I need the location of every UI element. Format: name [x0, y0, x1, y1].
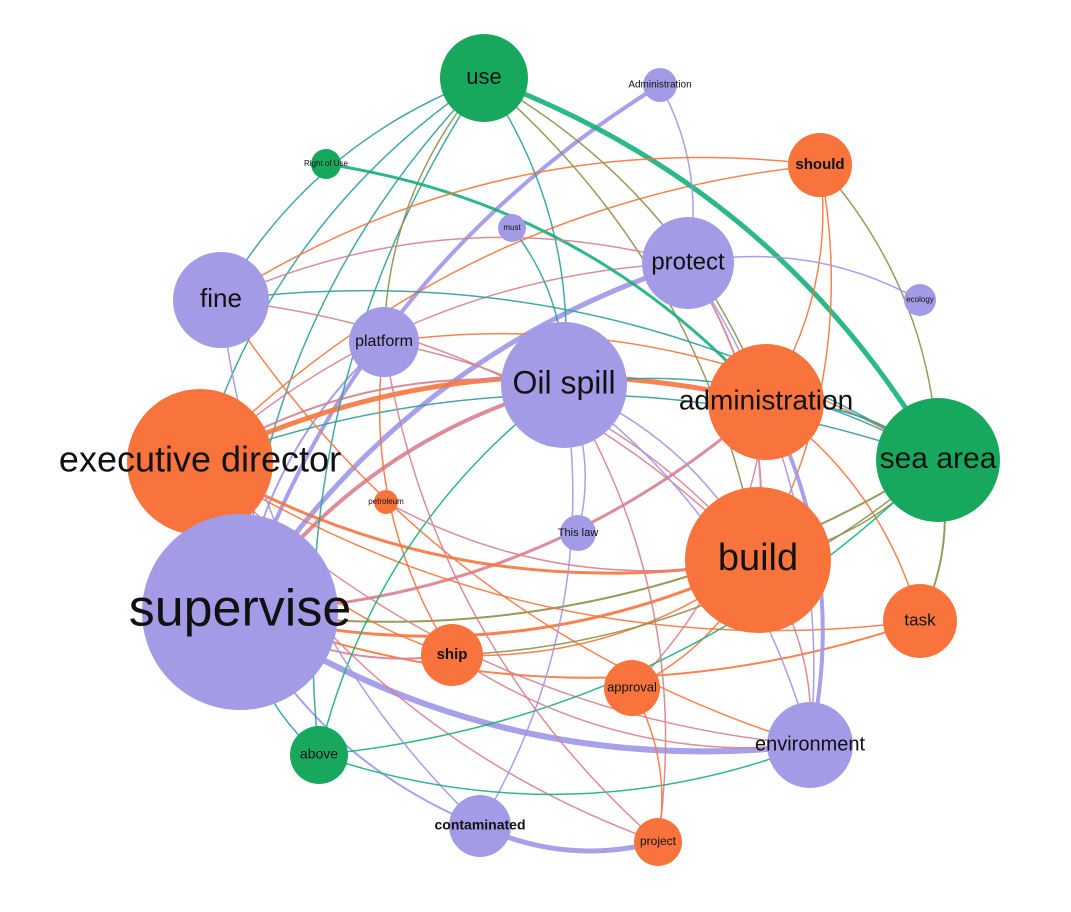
node-label-fine: fine: [200, 283, 242, 313]
edge-fine-sea-area: [220, 289, 939, 461]
node-ecology: ecology: [904, 284, 936, 316]
node-label-ship: ship: [437, 646, 468, 663]
node-project: project: [634, 818, 682, 866]
node-label-petroleum: petroleum: [368, 497, 404, 506]
node-build: build: [685, 487, 831, 633]
node-label-right-of-use: Right of Use: [304, 159, 349, 168]
node-label-must: must: [503, 223, 521, 232]
node-must: must: [498, 214, 526, 242]
edge-oil-spill-contaminated: [479, 384, 574, 827]
node-circle-contaminated: [449, 795, 511, 857]
node-label-ecology: ecology: [906, 295, 934, 304]
node-circle-ship: [421, 624, 483, 686]
node-label-administration-small: Administration: [628, 80, 691, 91]
node-task: task: [883, 584, 957, 658]
node-circle-executive-director: [127, 389, 273, 535]
node-circle-should: [788, 133, 852, 197]
node-label-this-law: This law: [558, 527, 598, 539]
node-circle-above: [290, 726, 348, 784]
edge-use-administration: [483, 77, 767, 403]
node-circle-platform: [349, 307, 419, 377]
edge-supervise-sea-area: [239, 459, 939, 623]
node-administration-small: Administration: [628, 68, 692, 102]
edge-protect-fine: [220, 236, 689, 301]
node-label-approval: approval: [607, 679, 657, 694]
node-label-build: build: [718, 537, 798, 579]
node-label-supervise: supervise: [129, 580, 352, 638]
node-circle-approval: [604, 660, 660, 716]
node-should: should: [788, 133, 852, 197]
node-contaminated: contaminated: [434, 795, 526, 857]
edge-project-platform: [383, 341, 659, 843]
node-this-law: This law: [558, 515, 598, 551]
node-label-executive-director: executive director: [59, 439, 341, 480]
node-approval: approval: [604, 660, 660, 716]
node-platform: platform: [349, 307, 419, 377]
node-label-environment: environment: [755, 733, 866, 755]
node-circle-administration: [708, 344, 824, 460]
node-circle-this-law: [560, 515, 596, 551]
edge-sea-area-above: [318, 459, 939, 756]
node-circle-must: [498, 214, 526, 242]
node-right-of-use: Right of Use: [304, 149, 349, 179]
edge-should-fine: [220, 156, 821, 301]
node-label-use: use: [466, 64, 501, 89]
node-circle-administration-small: [643, 68, 677, 102]
node-label-should: should: [795, 156, 844, 173]
node-label-contaminated: contaminated: [434, 817, 525, 833]
node-circle-task: [883, 584, 957, 658]
node-administration: administration: [679, 344, 853, 460]
edge-executive-director-task: [199, 461, 921, 632]
node-oil-spill: Oil spill: [501, 322, 627, 448]
node-label-oil-spill: Oil spill: [512, 364, 615, 400]
edge-ship-environment: [451, 654, 811, 749]
node-label-above: above: [300, 746, 338, 762]
edge-oil-spill-above: [318, 384, 565, 756]
node-circle-environment: [767, 702, 853, 788]
node-circle-oil-spill: [501, 322, 627, 448]
node-circle-ecology: [904, 284, 936, 316]
node-supervise: supervise: [129, 514, 352, 710]
edge-use-sea-area: [483, 75, 941, 462]
node-use: use: [440, 34, 528, 122]
edge-executive-director-administration: [198, 374, 767, 465]
node-circle-project: [634, 818, 682, 866]
node-ship: ship: [421, 624, 483, 686]
node-circle-protect: [642, 217, 734, 309]
node-label-sea-area: sea area: [880, 442, 997, 475]
node-sea-area: sea area: [876, 398, 1000, 522]
edge-above-environment: [318, 744, 811, 796]
node-above: above: [290, 726, 348, 784]
node-circle-petroleum: [374, 490, 398, 514]
node-label-platform: platform: [355, 333, 413, 350]
node-circle-right-of-use: [311, 149, 341, 179]
node-circle-sea-area: [876, 398, 1000, 522]
edge-oil-spill-project: [563, 384, 667, 843]
node-executive-director: executive director: [59, 389, 341, 535]
node-label-project: project: [640, 834, 677, 848]
node-protect: protect: [642, 217, 734, 309]
edge-protect-environment: [687, 262, 815, 746]
node-circle-build: [685, 487, 831, 633]
node-petroleum: petroleum: [368, 490, 404, 514]
node-circle-fine: [173, 252, 269, 348]
node-circle-supervise: [142, 514, 338, 710]
node-label-administration: administration: [679, 384, 853, 415]
node-circle-use: [440, 34, 528, 122]
edge-executive-director-should: [199, 164, 821, 463]
node-label-task: task: [904, 610, 936, 629]
edge-fine-environment: [220, 299, 811, 746]
node-label-protect: protect: [651, 248, 725, 275]
node-environment: environment: [755, 702, 866, 788]
node-fine: fine: [173, 252, 269, 348]
